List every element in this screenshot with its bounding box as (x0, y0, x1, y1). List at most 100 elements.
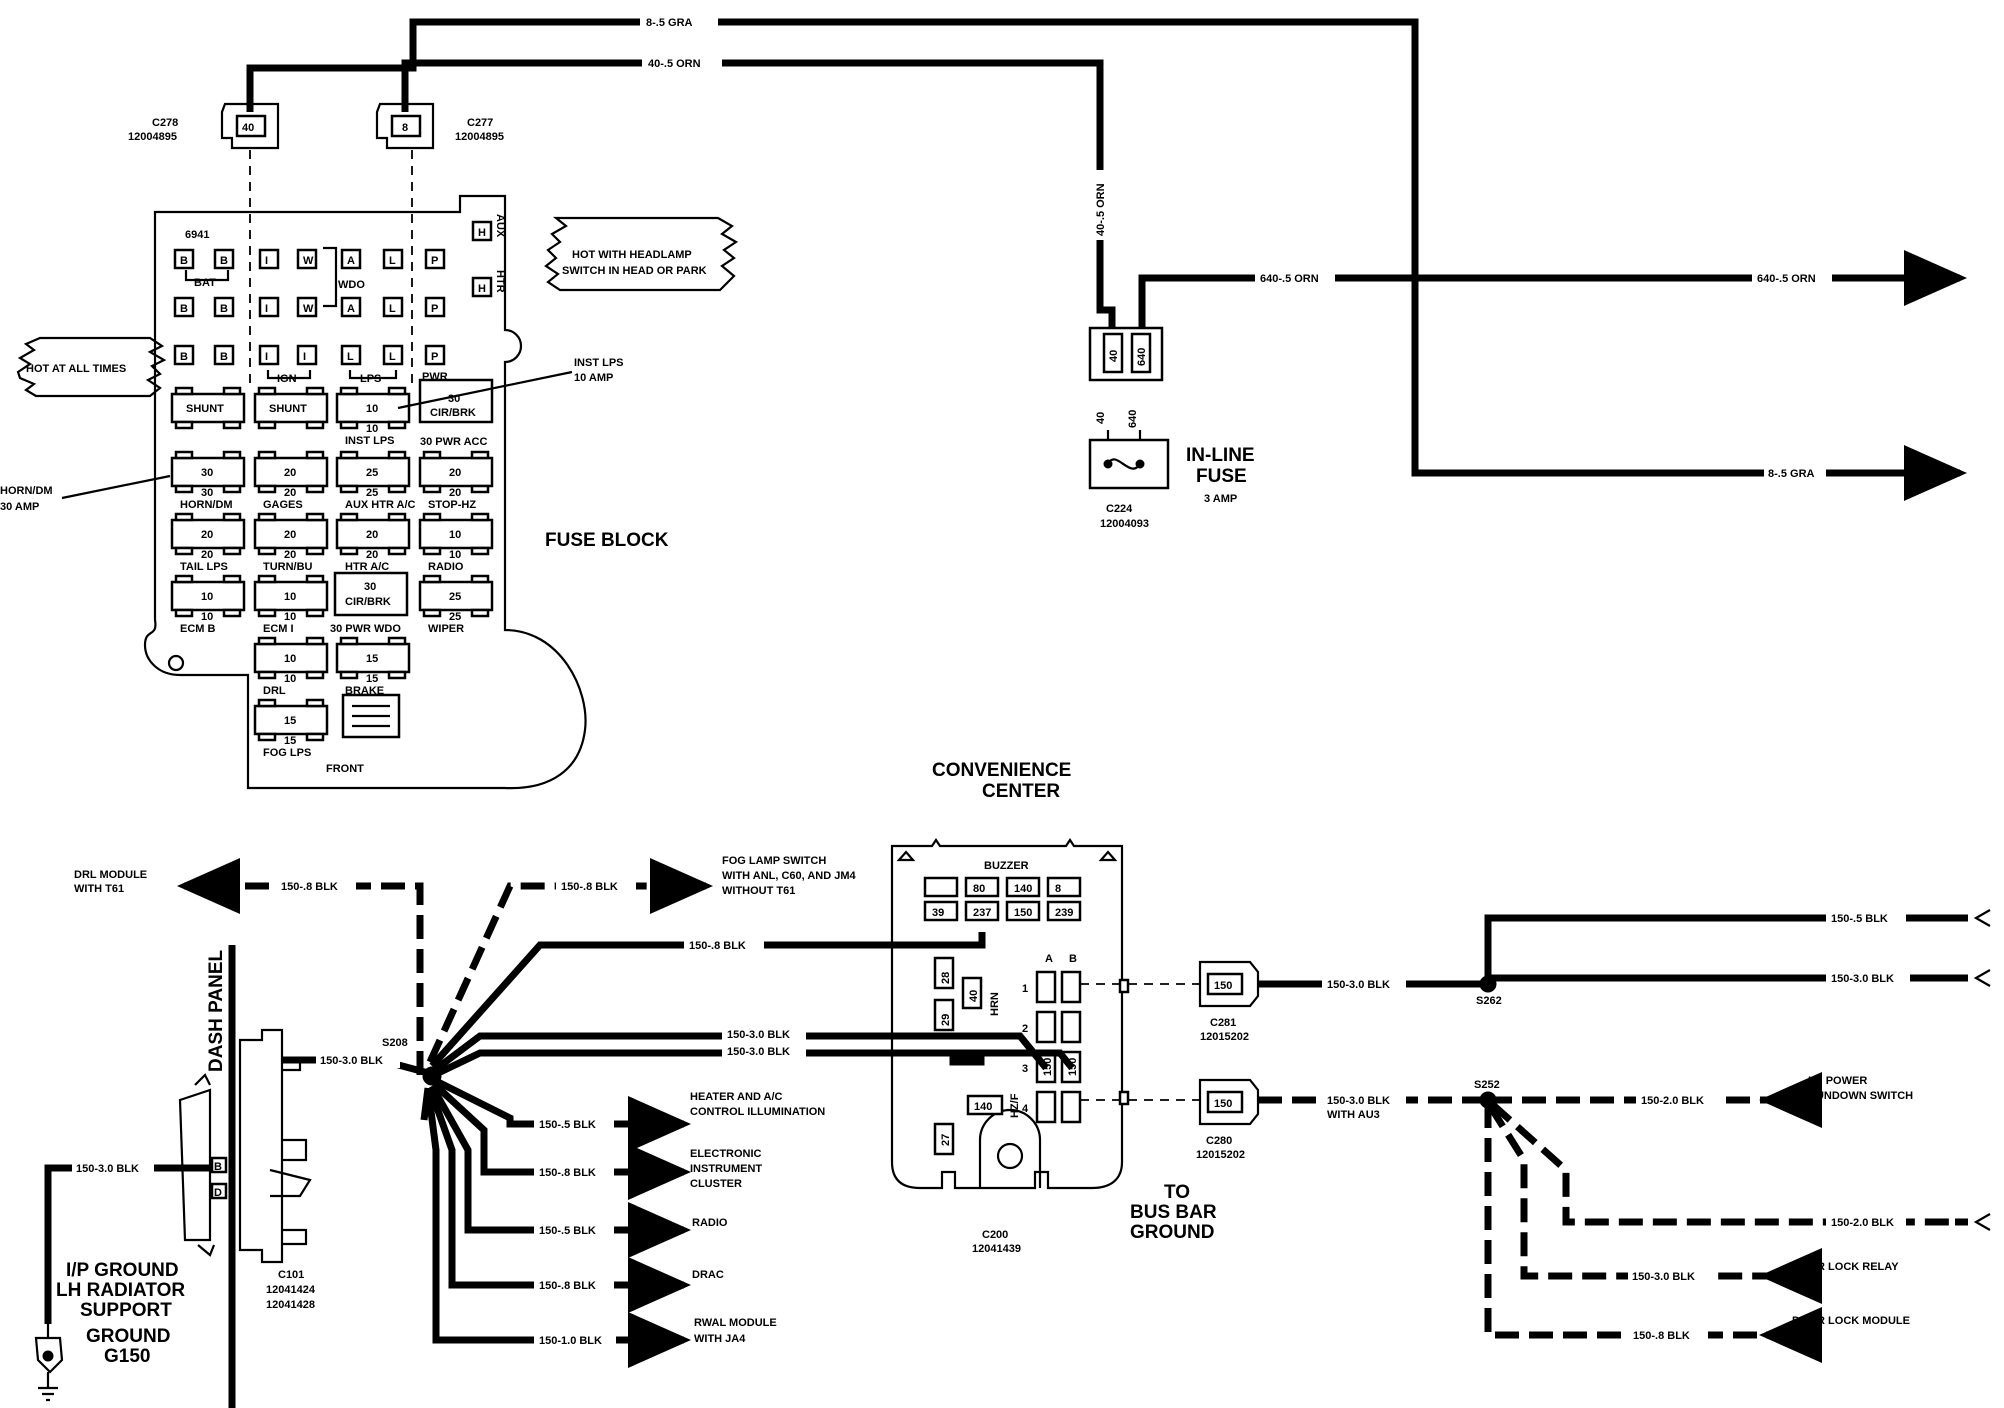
radio-label: RADIO (692, 1217, 728, 1229)
drl-module-1: DRL MODULE (74, 869, 147, 881)
convenience-title-2: CENTER (982, 781, 1060, 802)
c101-ground: DASH PANEL B D C101 12041424 12041428 15… (34, 945, 316, 1408)
shunt-label: SHUNT (186, 403, 224, 415)
door-module: DOOR LOCK MODULE (1792, 1315, 1910, 1327)
conv-cell (1005, 900, 1041, 922)
fuse-rating-secondary: 30 (201, 487, 213, 499)
door-relay: DOOR LOCK RELAY (1792, 1261, 1899, 1273)
fuse-terminal-label: B (220, 255, 228, 267)
fog-switch-2: WITH ANL, C60, AND JM4 (722, 870, 857, 882)
svg-text:LPS: LPS (360, 373, 381, 385)
cluster-3: CLUSTER (690, 1178, 742, 1190)
svg-text:CIR/BRK: CIR/BRK (345, 596, 391, 608)
fuse-rating-secondary: 25 (366, 487, 378, 499)
svg-text:IGN: IGN (277, 373, 297, 385)
label-blk-c280-sub: WITH AU3 (1327, 1109, 1380, 1121)
fuse-terminal (382, 296, 404, 318)
conv-cell (1046, 876, 1082, 898)
fuse-rating: 30 (201, 467, 213, 479)
label-blk-fog: 150-.8 BLK (561, 881, 618, 893)
fuse-terminal (258, 248, 280, 270)
fuse-shunt2: SHUNT (253, 386, 329, 430)
label-blk-r-top: 150-.5 BLK (1831, 913, 1888, 925)
to-bus-3: GROUND (1130, 1222, 1214, 1243)
label-orn-640-a: 640-.5 ORN (1260, 273, 1319, 285)
fuse-rating-secondary: 10 (284, 611, 296, 623)
fuse-terminal-label: A (347, 255, 355, 267)
label-blk-relay: 150-3.0 BLK (1632, 1271, 1695, 1283)
wire-orn-640 (1138, 274, 1955, 330)
fuse-terminal-label: L (389, 303, 396, 315)
fuse-rating: 10 (284, 653, 296, 665)
heater-1: HEATER AND A/C (690, 1091, 783, 1103)
callout-horn-leader (61, 474, 171, 500)
splice-s252: S252 (1474, 1079, 1500, 1091)
svg-text:H: H (478, 227, 486, 239)
buzzer-label: BUZZER (984, 860, 1029, 872)
callout-horn-2: 30 AMP (0, 501, 39, 513)
c224-part: 12004093 (1100, 518, 1149, 530)
fuse-rating-secondary: 10 (449, 549, 461, 561)
fuse-name: TAIL LPS (180, 561, 228, 573)
conv-cell-label: 8 (1055, 883, 1061, 895)
inline-fuse-title-2: FUSE (1196, 466, 1247, 487)
fuse-terminal-label: I (265, 255, 268, 267)
svg-text:B: B (214, 1161, 222, 1173)
fuse-terminal (173, 344, 195, 366)
top-wiring: 8-.5 GRA 40-.5 ORN 40-.5 ORN 640-.5 ORN … (246, 14, 1967, 501)
fuse-name: INST LPS (345, 435, 395, 447)
fuse-rating: 20 (201, 529, 213, 541)
fuse-terminal (382, 344, 404, 366)
svg-text:40: 40 (1095, 412, 1107, 424)
ground-label-1: I/P GROUND (66, 1260, 179, 1281)
svg-text:640: 640 (1136, 348, 1148, 366)
label-blk-module: 150-.8 BLK (1633, 1330, 1690, 1342)
connector-c277: 8 C277 12004895 (375, 102, 504, 390)
svg-text:WDO: WDO (338, 279, 365, 291)
right-wiring: 150 C281 12015202 150-3.0 BLK S262 150-.… (1080, 909, 1991, 1363)
fuse-terminal-label: I (265, 303, 268, 315)
svg-text:8: 8 (402, 122, 408, 134)
conv-cell (923, 900, 959, 922)
fuse-name-30-pwr-acc: 30 PWR ACC (420, 436, 487, 448)
ground-label-5: G150 (104, 1346, 150, 1367)
svg-text:3: 3 (1022, 1063, 1028, 1075)
svg-text:BAT: BAT (194, 277, 216, 289)
svg-text:150: 150 (1214, 1098, 1232, 1110)
fuse-name: DRL (263, 685, 286, 697)
fuse-rating-secondary: 20 (366, 549, 378, 561)
fuse-terminal-label: B (180, 303, 188, 315)
wire-conv-237 (429, 932, 986, 1069)
label-gra-right: 8-.5 GRA (1768, 468, 1815, 480)
callout-headlamp-1: HOT WITH HEADLAMP (572, 249, 692, 261)
label-blk-heater: 150-.5 BLK (539, 1119, 596, 1131)
wire-r-30 (1484, 974, 1955, 984)
fuse-terminal-label: L (389, 255, 396, 267)
conv-cell (964, 876, 1000, 898)
cluster-2: INSTRUMENT (690, 1163, 762, 1175)
conv-cell (1046, 900, 1082, 922)
c280-part: 12015202 (1196, 1149, 1245, 1161)
fuse-rating-secondary: 20 (201, 549, 213, 561)
fuse-rating-secondary: 25 (449, 611, 461, 623)
fuse-name-30-pwr-wdo: 30 PWR WDO (330, 623, 401, 635)
svg-text:40: 40 (242, 122, 254, 134)
label-blk-ip: 150-3.0 BLK (76, 1163, 139, 1175)
fuse-terminal-label: L (347, 351, 354, 363)
fuse-terminal-label: B (220, 351, 228, 363)
fuse-terminal-label: W (303, 303, 314, 315)
fuse-terminal (424, 296, 446, 318)
fuse-terminal (340, 248, 362, 270)
fuse-rating: 20 (366, 529, 378, 541)
fuse-rating-secondary: 15 (366, 673, 378, 685)
